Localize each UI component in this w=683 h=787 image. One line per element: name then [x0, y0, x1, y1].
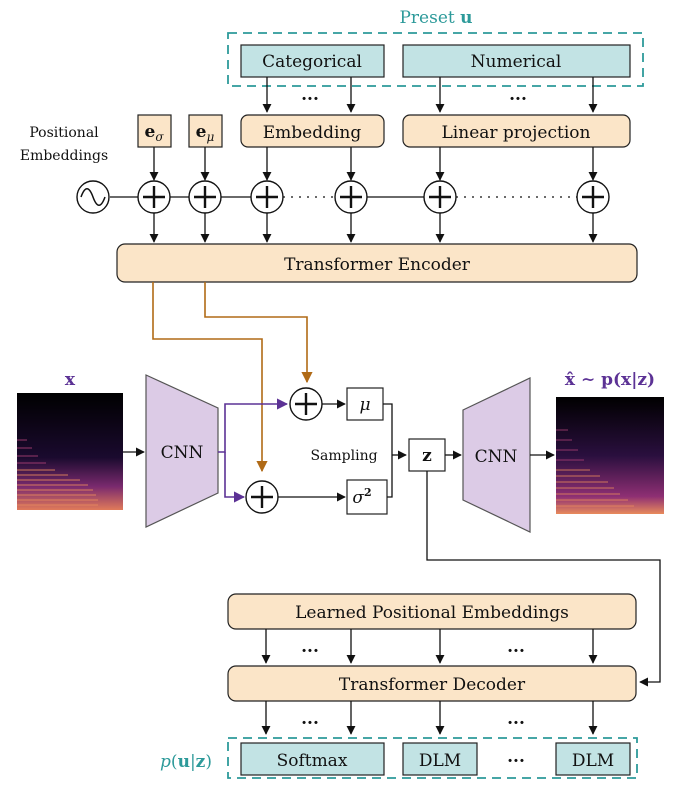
plus-icon: [188, 180, 222, 214]
preset-group-frame: [227, 32, 644, 87]
svg-text:Linear projection: Linear projection: [442, 123, 591, 143]
ellipsis: ...: [507, 637, 525, 657]
plus-icon: [334, 180, 368, 214]
sampling-label: Sampling: [310, 448, 377, 464]
preset-title: Preset u: [399, 8, 472, 28]
svg-text:σ2: σ2: [352, 486, 371, 508]
plus-icon: [289, 387, 323, 421]
embedding-box: Embedding: [240, 114, 385, 148]
sinusoid-icon: [76, 180, 110, 214]
svg-text:Transformer Decoder: Transformer Decoder: [339, 675, 526, 695]
ellipsis: ...: [507, 747, 525, 767]
learned-positional-box: Learned Positional Embeddings: [227, 593, 637, 630]
ellipsis: ...: [507, 709, 525, 729]
svg-text:Learned Positional Embeddings: Learned Positional Embeddings: [295, 603, 569, 623]
svg-text:μ: μ: [359, 395, 370, 415]
svg-text:eμ: eμ: [196, 122, 215, 144]
ellipsis: ...: [301, 85, 319, 105]
positional-label: Embeddings: [20, 148, 108, 164]
mu-box: μ: [346, 387, 384, 421]
plus-icon: [576, 180, 610, 214]
ellipsis: ...: [301, 637, 319, 657]
sigma-token-path: [152, 282, 268, 473]
ellipsis: ...: [301, 709, 319, 729]
dlm-box: DLM: [402, 742, 478, 776]
positional-label: Positional: [29, 125, 99, 141]
output-spectrogram: [556, 397, 664, 514]
svg-text:Softmax: Softmax: [277, 751, 348, 771]
categorical-box: Categorical: [240, 44, 385, 78]
ellipsis: ...: [509, 85, 527, 105]
input-label: x: [65, 370, 76, 390]
cnn-to-mu-path: [218, 398, 289, 453]
svg-text:DLM: DLM: [572, 751, 614, 771]
linear-projection-box: Linear projection: [402, 114, 631, 148]
transformer-encoder: Transformer Encoder: [116, 243, 638, 283]
svg-text:Numerical: Numerical: [471, 52, 562, 72]
softmax-box: Softmax: [240, 742, 385, 776]
cnn-decoder: CNN: [462, 377, 531, 533]
input-spectrogram: [17, 393, 123, 510]
svg-text:Embedding: Embedding: [263, 123, 362, 143]
numerical-box: Numerical: [402, 44, 631, 78]
mu-token-path: [204, 282, 313, 384]
plus-icon: [137, 180, 171, 214]
svg-text:Categorical: Categorical: [262, 52, 362, 72]
svg-text:Transformer Encoder: Transformer Encoder: [284, 255, 471, 275]
output-group-label: p(u|z): [160, 752, 212, 772]
e-sigma-token: eσ: [137, 114, 172, 148]
output-group-frame: [227, 737, 638, 779]
svg-text:CNN: CNN: [475, 447, 518, 467]
plus-icon: [423, 180, 457, 214]
cnn-to-sigma-path: [224, 452, 246, 503]
sigma2-box: σ2: [346, 479, 388, 515]
plus-icon: [245, 480, 279, 514]
e-mu-token: eμ: [188, 114, 223, 148]
svg-text:CNN: CNN: [161, 443, 204, 463]
dlm-box: DLM: [555, 742, 631, 776]
z-box: z: [408, 438, 446, 472]
svg-text:DLM: DLM: [419, 751, 461, 771]
svg-text:eσ: eσ: [144, 122, 164, 144]
cnn-encoder: CNN: [145, 374, 219, 528]
output-label: x̂ ∼ p(x|z): [565, 370, 655, 390]
svg-text:z: z: [422, 446, 432, 466]
transformer-decoder: Transformer Decoder: [227, 665, 637, 702]
z-to-decoder-path: [426, 471, 661, 687]
plus-icon: [250, 180, 284, 214]
